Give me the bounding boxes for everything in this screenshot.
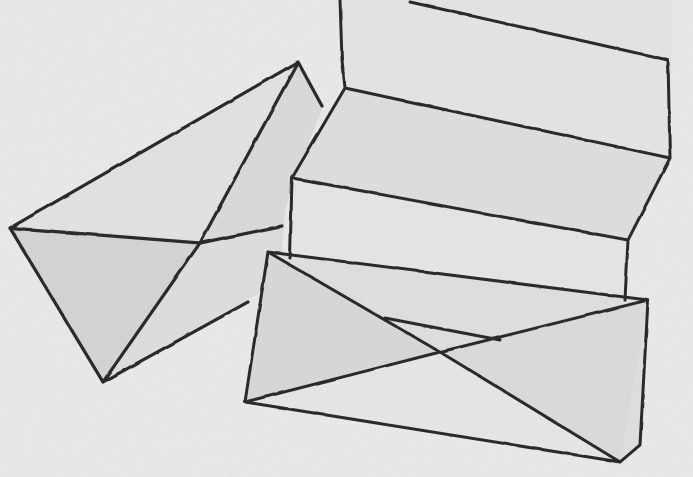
envelopes-drawing xyxy=(0,0,693,477)
envelopes-illustration xyxy=(0,0,693,477)
